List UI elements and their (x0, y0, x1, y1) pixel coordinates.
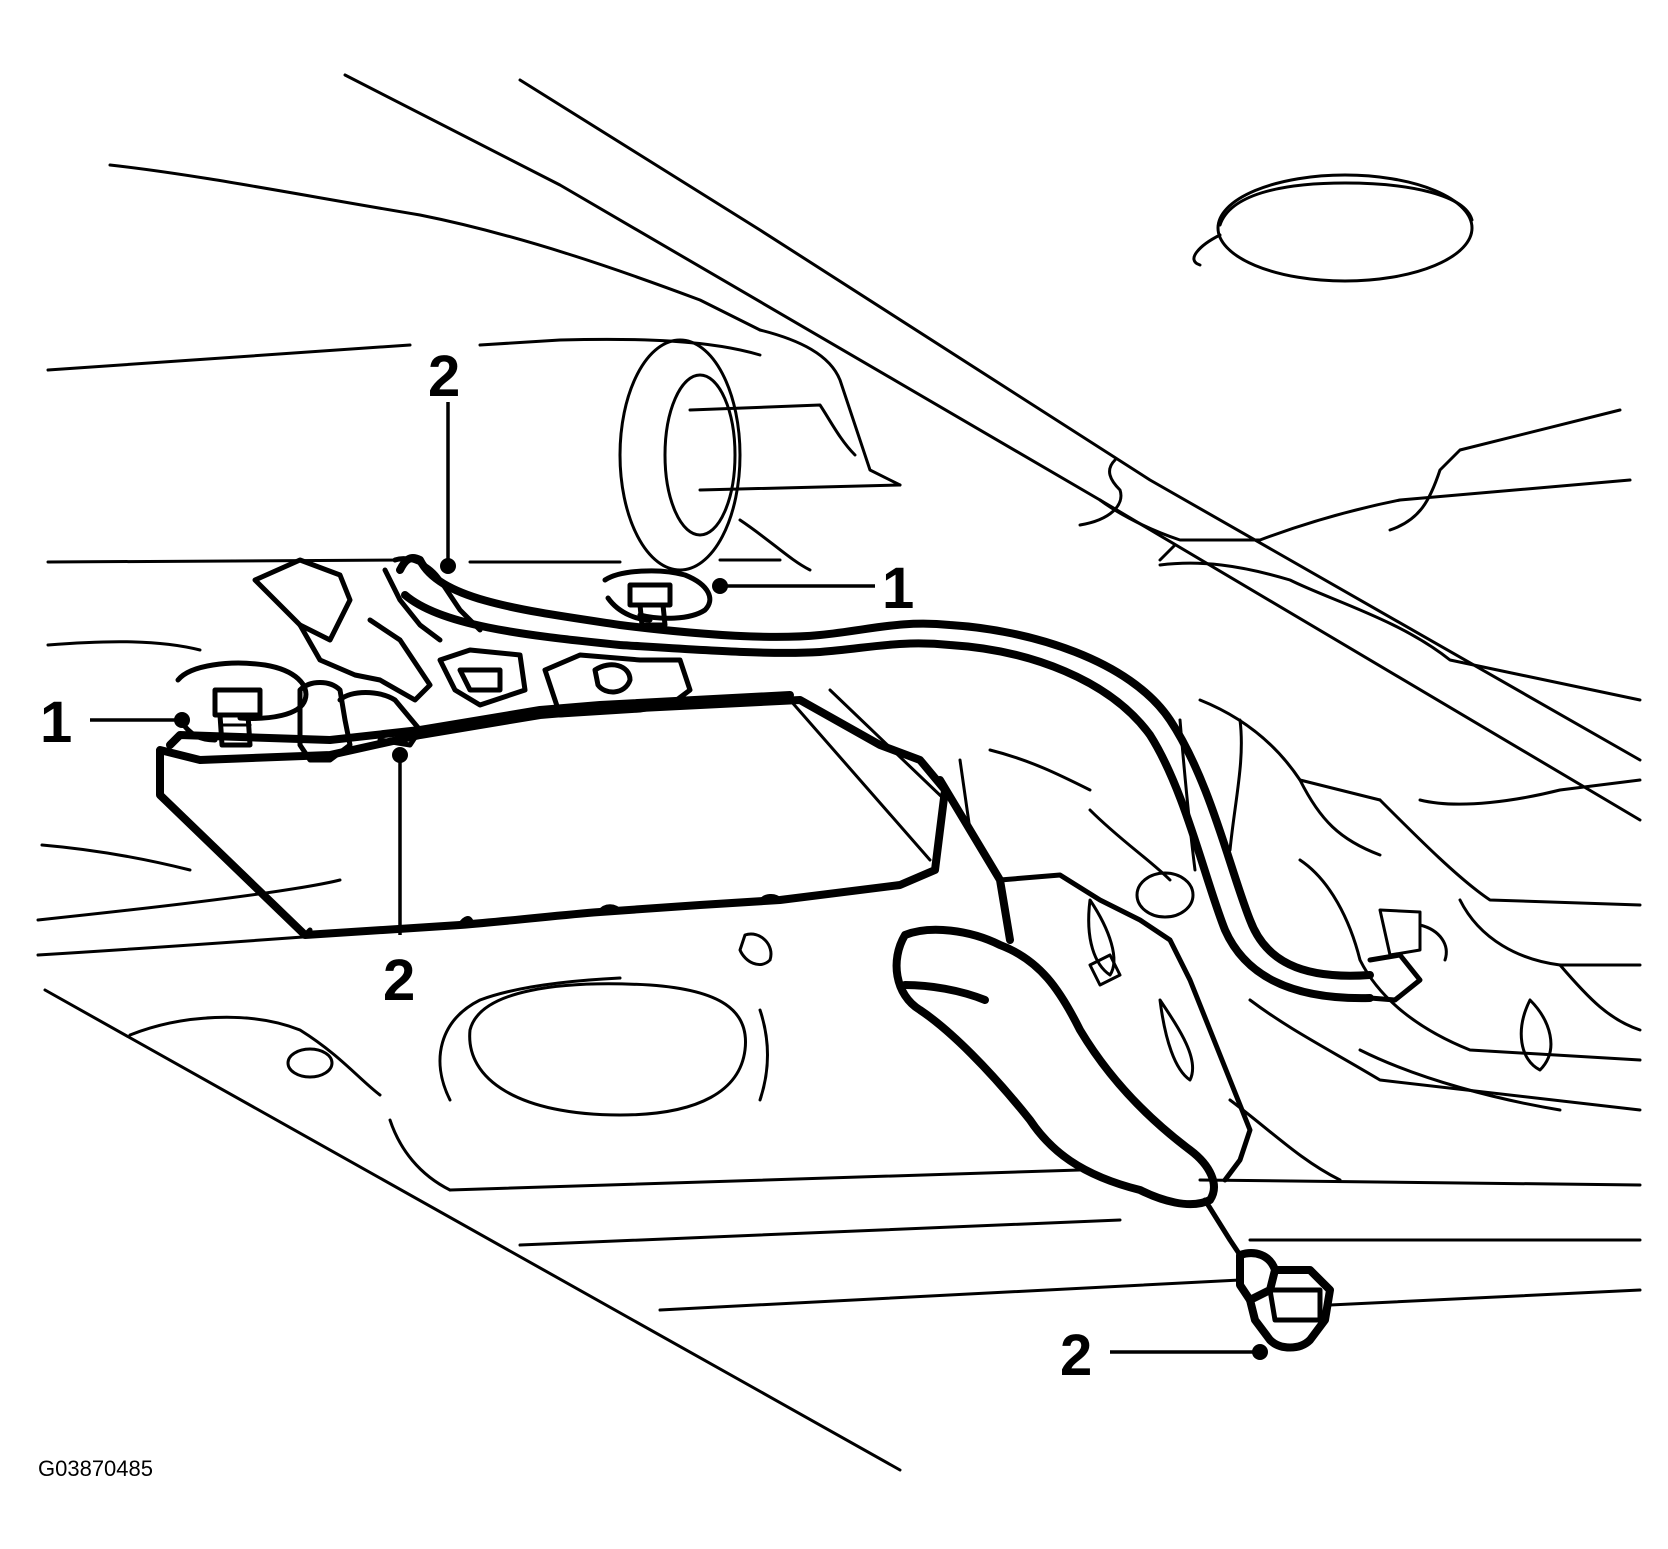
callout-label: 1 (40, 690, 72, 755)
callout-label: 2 (383, 948, 415, 1013)
mounting-bolt-right (602, 568, 713, 628)
figure-id: G03870485 (38, 1456, 153, 1481)
wire-harness (396, 554, 1448, 1003)
callout-label: 2 (1060, 1323, 1092, 1388)
callout-labels: 2 1 1 2 2 (40, 344, 1092, 1388)
callout-label: 1 (882, 556, 914, 621)
sensor-module (156, 688, 949, 939)
callout-label: 2 (428, 344, 460, 409)
vehicle-structure-lines (36, 73, 1642, 1472)
lower-sensor-assembly (892, 776, 1334, 1352)
leader-lines (90, 402, 1268, 1360)
